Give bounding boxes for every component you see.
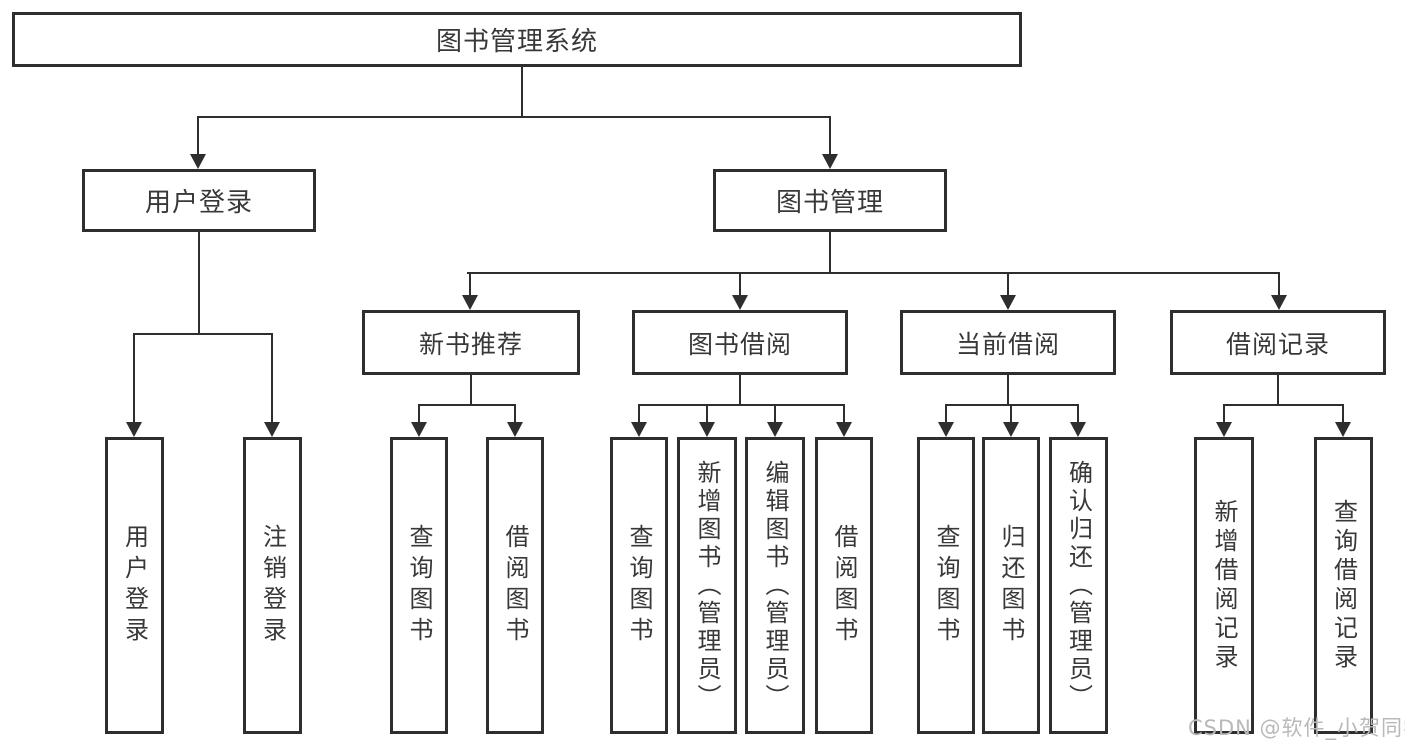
arrowhead-down — [631, 422, 647, 437]
arrowhead-down — [699, 422, 715, 437]
connector-line — [1007, 375, 1009, 406]
node-label: 查询图书 — [625, 523, 653, 648]
node-label: 用户登录 — [144, 188, 253, 218]
connector-line — [706, 404, 708, 423]
connector-line — [638, 404, 640, 423]
connector-line — [1277, 375, 1279, 406]
arrowhead-down — [1216, 422, 1232, 437]
connector-line — [1223, 404, 1344, 406]
connector-line — [774, 404, 776, 423]
node-label: 查询图书 — [932, 523, 960, 648]
node-label: 图书管理 — [775, 188, 884, 218]
arrowhead-down — [1070, 422, 1086, 437]
arrowhead-down — [822, 154, 838, 169]
connector-line — [521, 67, 523, 118]
node-library-management-system: 图书管理系统 — [12, 12, 1022, 67]
connector-line — [843, 404, 845, 423]
connector-line — [418, 404, 420, 423]
node-label: 借阅图书 — [830, 523, 858, 648]
node-records-add-record: 新增借阅记录 — [1194, 437, 1254, 734]
node-book-management: 图书管理 — [713, 169, 947, 232]
connector-line — [470, 375, 472, 406]
node-user-login: 用户登录 — [82, 169, 316, 232]
node-borrowing-add-books-admin: 新增图书（管理员） — [677, 437, 737, 734]
arrowhead-down — [126, 422, 142, 437]
node-current-query-books: 查询图书 — [917, 437, 975, 734]
node-label: 借阅图书 — [501, 523, 529, 648]
arrowhead-down — [264, 422, 280, 437]
node-current-borrowing: 当前借阅 — [900, 310, 1116, 375]
node-label: 当前借阅 — [955, 329, 1060, 359]
arrowhead-down — [507, 422, 523, 437]
connector-line — [467, 272, 1280, 274]
node-borrowing-query-books: 查询图书 — [610, 437, 668, 734]
connector-line — [198, 232, 200, 335]
connector-line — [1342, 404, 1344, 423]
node-label: 图书管理系统 — [435, 27, 598, 57]
connector-line — [469, 272, 471, 297]
connector-line — [829, 116, 831, 156]
arrowhead-down — [1003, 422, 1019, 437]
arrowhead-down — [1271, 295, 1287, 310]
node-logout: 注销登录 — [243, 437, 302, 734]
arrowhead-down — [938, 422, 954, 437]
connector-line — [133, 333, 135, 423]
node-label: 查询图书 — [405, 523, 433, 648]
node-label: 编辑图书（管理员） — [761, 459, 789, 712]
connector-line — [1010, 404, 1012, 423]
arrowhead-down — [190, 154, 206, 169]
node-current-confirm-return-admin: 确认归还（管理员） — [1049, 437, 1108, 734]
connector-line — [945, 404, 1079, 406]
node-borrowing-edit-books-admin: 编辑图书（管理员） — [745, 437, 805, 734]
node-label: 新增借阅记录 — [1210, 498, 1238, 673]
arrowhead-down — [462, 295, 478, 310]
arrowhead-down — [836, 422, 852, 437]
node-borrowing-borrow-books: 借阅图书 — [815, 437, 873, 734]
node-label: 用户登录 — [120, 523, 149, 648]
csdn-watermark: CSDN @软件_小贺同学 — [1188, 716, 1405, 740]
node-recommend-borrow-books: 借阅图书 — [486, 437, 544, 734]
connector-line — [514, 404, 516, 423]
node-recommend-query-books: 查询图书 — [390, 437, 448, 734]
connector-line — [638, 404, 845, 406]
connector-line — [197, 116, 199, 156]
node-label: 借阅记录 — [1225, 329, 1330, 359]
node-records-query-record: 查询借阅记录 — [1314, 437, 1373, 734]
node-label: 查询借阅记录 — [1329, 498, 1358, 673]
connector-line — [418, 404, 516, 406]
node-label: 图书借阅 — [687, 329, 792, 359]
node-borrowing-records: 借阅记录 — [1170, 310, 1386, 375]
node-label: 注销登录 — [258, 523, 287, 648]
arrowhead-down — [1335, 422, 1351, 437]
connector-line — [197, 116, 831, 118]
arrowhead-down — [411, 422, 427, 437]
connector-line — [739, 272, 741, 297]
node-label: 归还图书 — [997, 523, 1025, 648]
connector-line — [1223, 404, 1225, 423]
node-label: 新书推荐 — [418, 329, 523, 359]
connector-line — [945, 404, 947, 423]
arrowhead-down — [1000, 295, 1016, 310]
connector-line — [739, 375, 741, 406]
connector-line — [271, 333, 273, 423]
connector-line — [829, 232, 831, 274]
node-label: 新增图书（管理员） — [693, 459, 721, 712]
connector-line — [1007, 272, 1009, 297]
arrowhead-down — [732, 295, 748, 310]
node-label: 确认归还（管理员） — [1064, 459, 1093, 712]
connector-line — [1278, 272, 1280, 297]
connector-line — [133, 333, 273, 335]
node-new-book-recommendation: 新书推荐 — [362, 310, 580, 375]
connector-line — [1077, 404, 1079, 423]
node-book-borrowing: 图书借阅 — [632, 310, 848, 375]
arrowhead-down — [767, 422, 783, 437]
node-current-return-books: 归还图书 — [982, 437, 1040, 734]
node-user-login-action: 用户登录 — [105, 437, 164, 734]
